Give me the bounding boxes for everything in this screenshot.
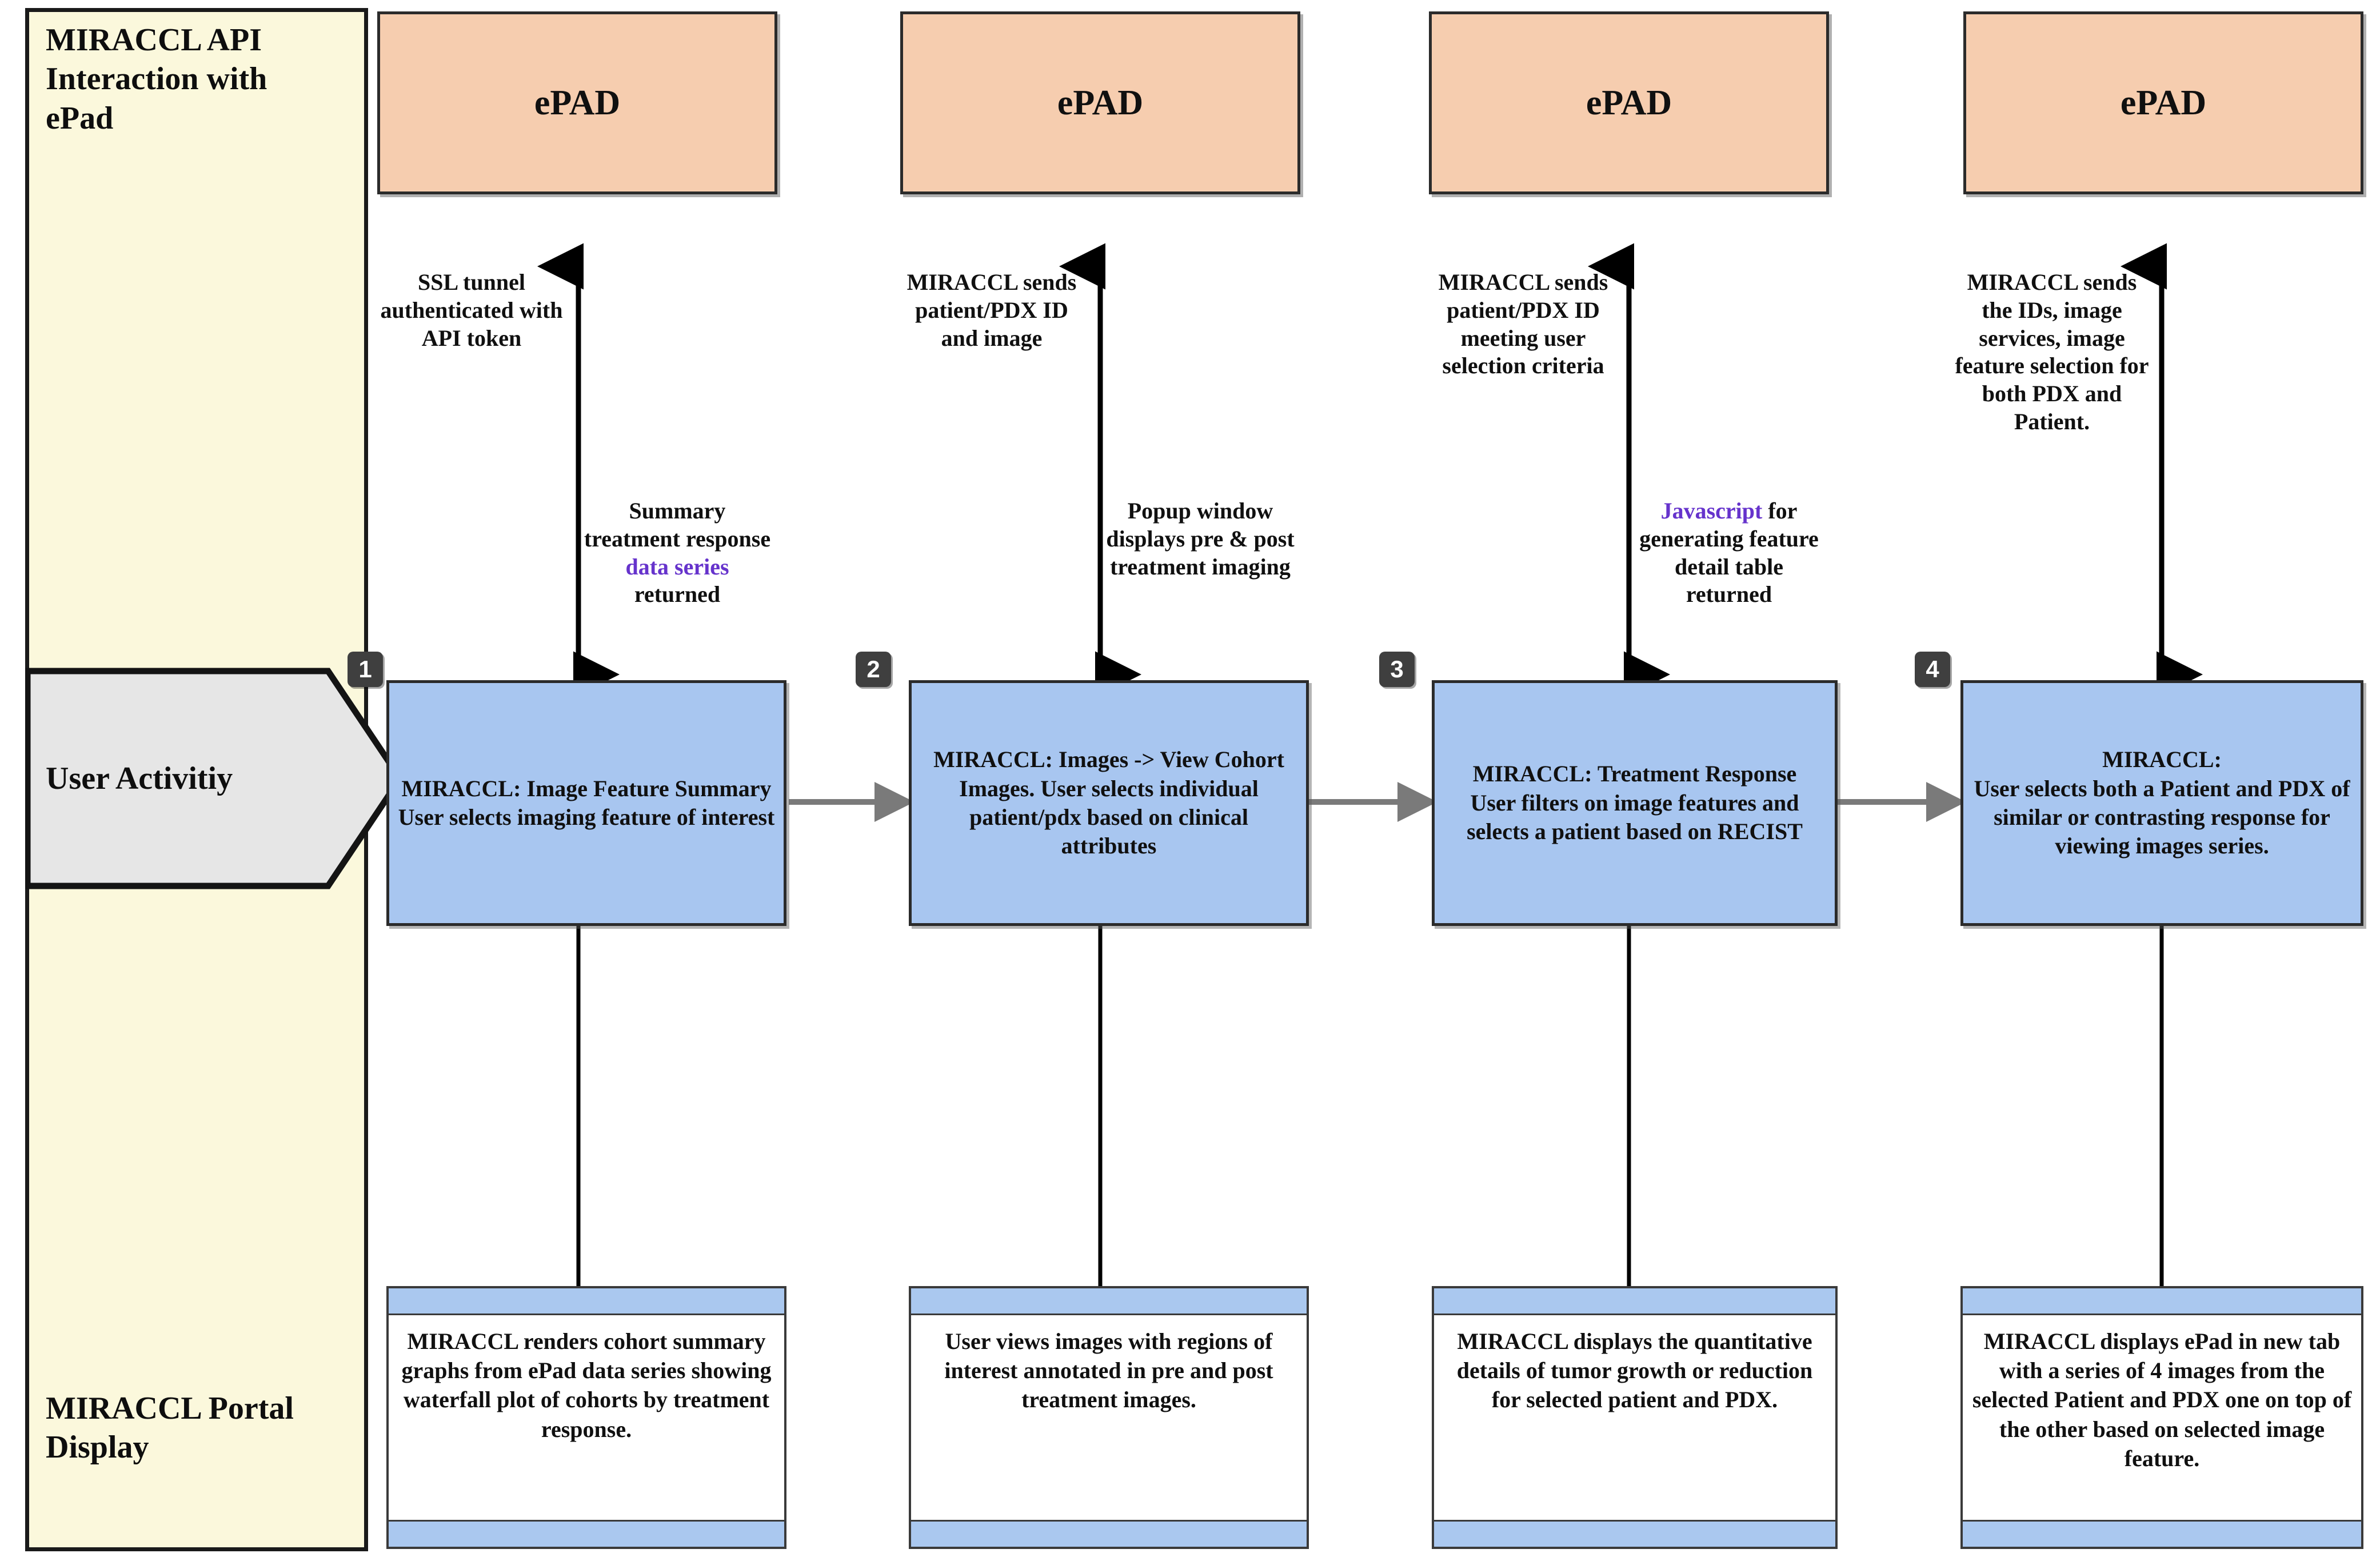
- epad-label-4: ePAD: [2120, 83, 2207, 122]
- activity-title-1: MIRACCL: Image Feature Summary: [401, 775, 772, 801]
- activity-title-4: MIRACCL:: [2102, 746, 2222, 773]
- activity-box-4[interactable]: MIRACCL: User selects both a Patient and…: [1960, 680, 2363, 926]
- display-body-4: MIRACCL displays ePad in new tab with a …: [1963, 1315, 2361, 1520]
- epad-box-4: ePAD: [1963, 11, 2363, 194]
- activity-body-3: User filters on image features and selec…: [1467, 789, 1803, 845]
- user-activity-label: User Activitiy: [46, 761, 233, 796]
- annotation-down-3: Javascript for generating feature detail…: [1635, 497, 1823, 609]
- annotation-up-4: MIRACCL sends the IDs, image services, i…: [1955, 269, 2149, 434]
- display-box-2: User views images with regions of intere…: [909, 1286, 1309, 1549]
- activity-body-2: individual patient/pdx based on clinical…: [969, 775, 1259, 859]
- legend-bottom-label: MIRACCL Portal Display: [46, 1391, 294, 1466]
- annotation-up-3: MIRACCL sends patient/PDX ID meeting use…: [1438, 269, 1608, 379]
- epad-box-2: ePAD: [900, 11, 1300, 194]
- activity-body-4: User selects both a Patient and PDX of s…: [1974, 775, 2350, 859]
- display-body-2: User views images with regions of intere…: [911, 1315, 1307, 1520]
- display-bottom-bar-1: [389, 1520, 784, 1547]
- activity-title-3: MIRACCL: Treatment Response: [1472, 761, 1797, 787]
- epad-label-2: ePAD: [1057, 83, 1144, 122]
- epad-box-1: ePAD: [377, 11, 777, 194]
- display-top-bar-1: [389, 1288, 784, 1315]
- user-activity-band: [25, 668, 402, 889]
- step-badge-4: 4: [1915, 652, 1950, 687]
- activity-body-1: User selects imaging feature of interest: [398, 804, 775, 830]
- annotation-down-1-pre: Summary treatment response: [584, 498, 771, 552]
- display-bottom-bar-2: [911, 1520, 1307, 1547]
- step-badge-2: 2: [856, 652, 891, 687]
- annotation-down-3-keyword: Javascript: [1660, 498, 1763, 524]
- display-top-bar-3: [1434, 1288, 1835, 1315]
- epad-label-1: ePAD: [534, 83, 621, 122]
- display-bottom-bar-3: [1434, 1520, 1835, 1547]
- display-top-bar-2: [911, 1288, 1307, 1315]
- display-box-4: MIRACCL displays ePad in new tab with a …: [1960, 1286, 2363, 1549]
- display-text-1: MIRACCL renders cohort summary graphs fr…: [401, 1328, 772, 1442]
- display-bottom-bar-4: [1963, 1520, 2361, 1547]
- activity-box-2[interactable]: MIRACCL: Images -> View Cohort Images. U…: [909, 680, 1309, 926]
- display-box-1: MIRACCL renders cohort summary graphs fr…: [386, 1286, 786, 1549]
- activity-box-3[interactable]: MIRACCL: Treatment Response User filters…: [1432, 680, 1838, 926]
- display-box-3: MIRACCL displays the quantitative detail…: [1432, 1286, 1838, 1549]
- annotation-down-3-post: for generating feature detail table retu…: [1639, 498, 1819, 608]
- annotation-up-1: SSL tunnel authenticated with API token: [380, 269, 563, 351]
- annotation-down-1: Summary treatment response data series r…: [583, 497, 772, 609]
- display-top-bar-4: [1963, 1288, 2361, 1315]
- annotation-down-1-post: returned: [634, 581, 721, 608]
- annotation-up-2: MIRACCL sends patient/PDX ID and image: [907, 269, 1077, 351]
- display-text-2: User views images with regions of intere…: [944, 1328, 1273, 1413]
- display-text-3: MIRACCL displays the quantitative detail…: [1456, 1328, 1813, 1413]
- epad-box-3: ePAD: [1429, 11, 1829, 194]
- activity-title-2: MIRACCL: Images -> View Cohort Images. U…: [933, 746, 1284, 801]
- epad-label-3: ePAD: [1586, 83, 1672, 122]
- activity-box-1[interactable]: MIRACCL: Image Feature Summary User sele…: [386, 680, 786, 926]
- annotation-down-2-pre: Popup window displays pre & post treatme…: [1106, 498, 1295, 580]
- annotation-down-1-keyword: data series: [625, 553, 729, 580]
- display-text-4: MIRACCL displays ePad in new tab with a …: [1972, 1328, 2352, 1471]
- display-body-1: MIRACCL renders cohort summary graphs fr…: [389, 1315, 784, 1520]
- annotation-down-2: Popup window displays pre & post treatme…: [1106, 497, 1295, 581]
- display-body-3: MIRACCL displays the quantitative detail…: [1434, 1315, 1835, 1520]
- step-badge-1: 1: [348, 652, 383, 687]
- legend-top-label: MIRACCL API Interaction with ePad: [46, 22, 267, 136]
- step-badge-3: 3: [1379, 652, 1415, 687]
